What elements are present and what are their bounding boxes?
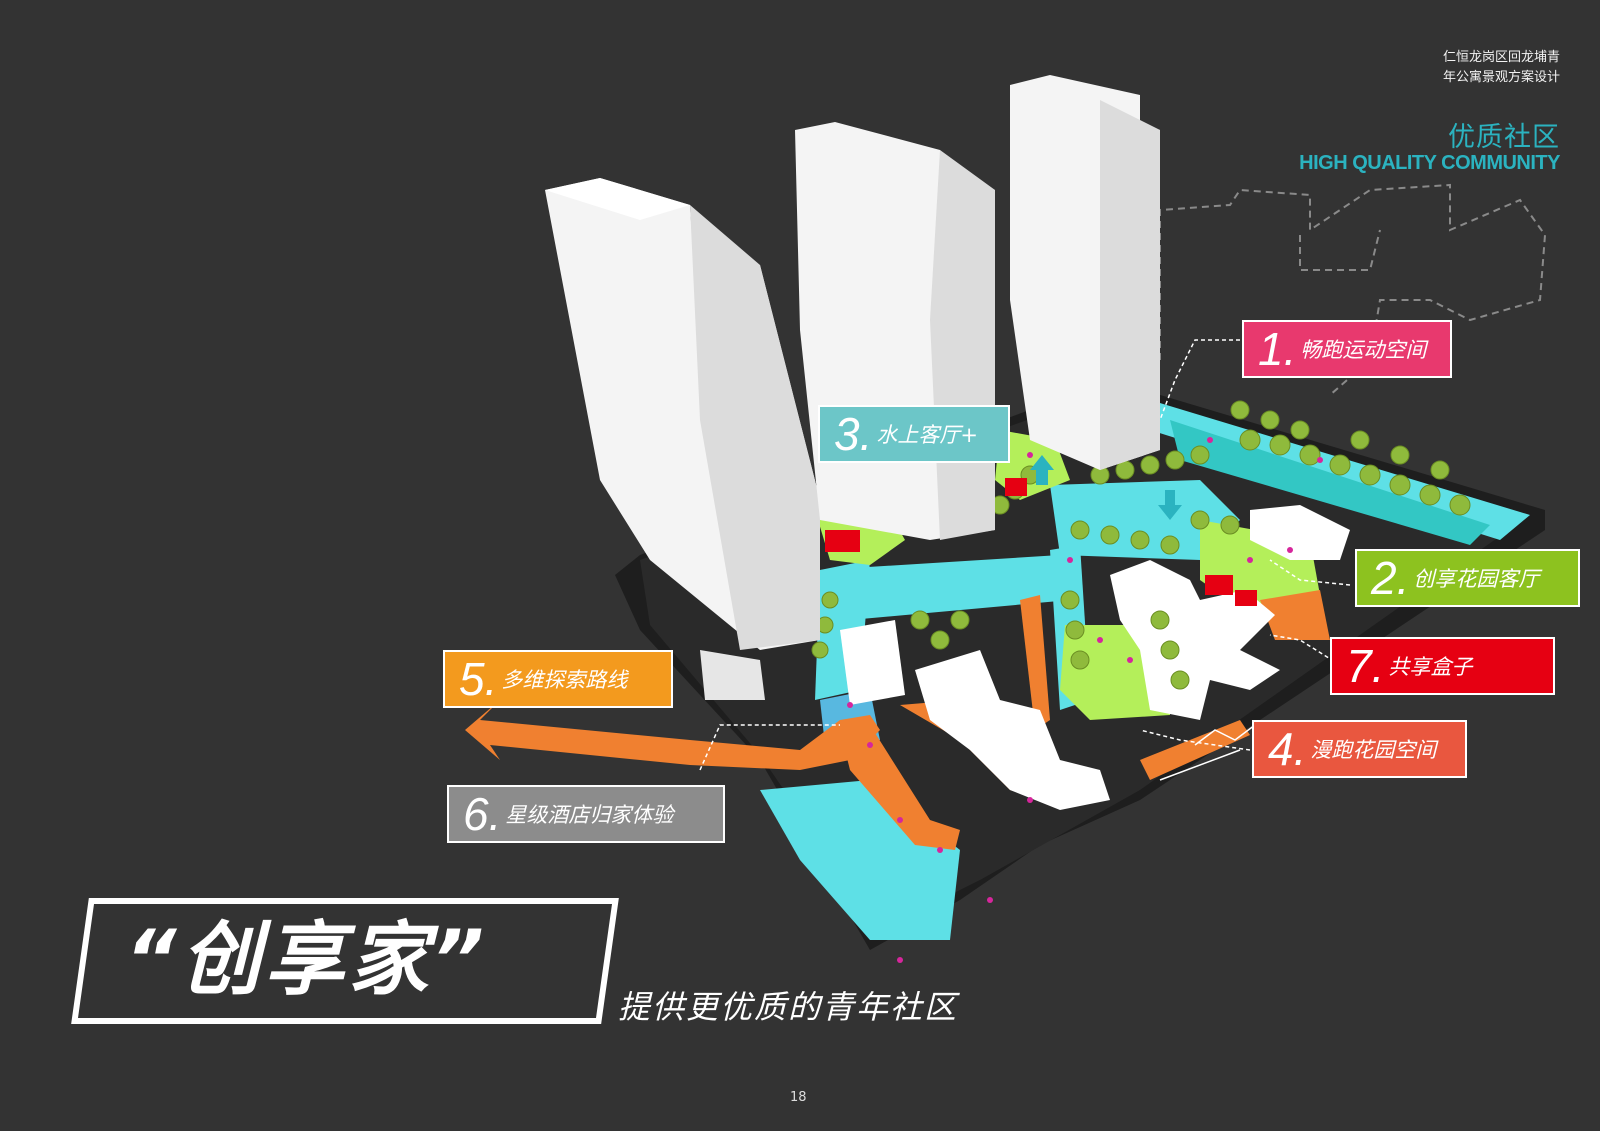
label-2-number: 2. <box>1371 552 1410 604</box>
project-title-line1: 仁恒龙岗区回龙埔青 <box>1442 50 1560 65</box>
label-2-garden-lounge: 2. 创享花园客厅 <box>1355 549 1580 607</box>
leader-lines <box>699 339 1351 771</box>
label-7-number: 7. <box>1346 640 1385 692</box>
label-6-hotel-homecoming: 6. 星级酒店归家体验 <box>447 785 725 843</box>
label-6-text: 星级酒店归家体验 <box>505 803 674 827</box>
section-title-en: HIGH QUALITY COMMUNITY <box>1299 152 1560 174</box>
flow-arrows <box>1030 455 1182 520</box>
label-3-number: 3. <box>834 408 873 460</box>
label-6-number: 6. <box>463 788 502 840</box>
tower-2 <box>795 122 995 540</box>
shared-boxes <box>825 478 1257 606</box>
label-3-text: 水上客厅+ <box>876 423 978 447</box>
slogan: “创享家” <box>125 913 489 1006</box>
entrance-details <box>1159 724 1256 781</box>
label-5-text: 多维探索路线 <box>501 668 628 692</box>
label-5-exploration-route: 5. 多维探索路线 <box>443 650 673 708</box>
tower-1 <box>545 178 820 650</box>
people <box>847 437 1323 963</box>
label-4-jogging-garden: 4. 漫跑花园空间 <box>1252 720 1467 778</box>
label-1-running-space: 1. 畅跑运动空间 <box>1242 320 1452 378</box>
label-5-number: 5. <box>459 653 498 705</box>
project-title: 仁恒龙岗区回龙埔青 年公寓景观方案设计 <box>1320 48 1560 88</box>
subslogan: 提供更优质的青年社区 <box>618 988 959 1026</box>
project-title-line2: 年公寓景观方案设计 <box>1442 70 1560 85</box>
label-7-text: 共享盒子 <box>1388 655 1473 679</box>
label-1-number: 1. <box>1258 323 1297 375</box>
label-4-text: 漫跑花园空间 <box>1310 738 1437 762</box>
neighbor-outlines <box>1159 183 1547 396</box>
page-number: 18 <box>790 1090 807 1105</box>
label-4-number: 4. <box>1268 723 1307 775</box>
label-7-shared-box: 7. 共享盒子 <box>1330 637 1555 695</box>
tower-3 <box>1010 75 1160 470</box>
label-1-text: 畅跑运动空间 <box>1300 338 1427 362</box>
section-title-cn: 优质社区 <box>1448 122 1560 153</box>
label-2-text: 创享花园客厅 <box>1413 567 1540 591</box>
label-3-water-lounge: 3. 水上客厅+ <box>818 405 1010 463</box>
